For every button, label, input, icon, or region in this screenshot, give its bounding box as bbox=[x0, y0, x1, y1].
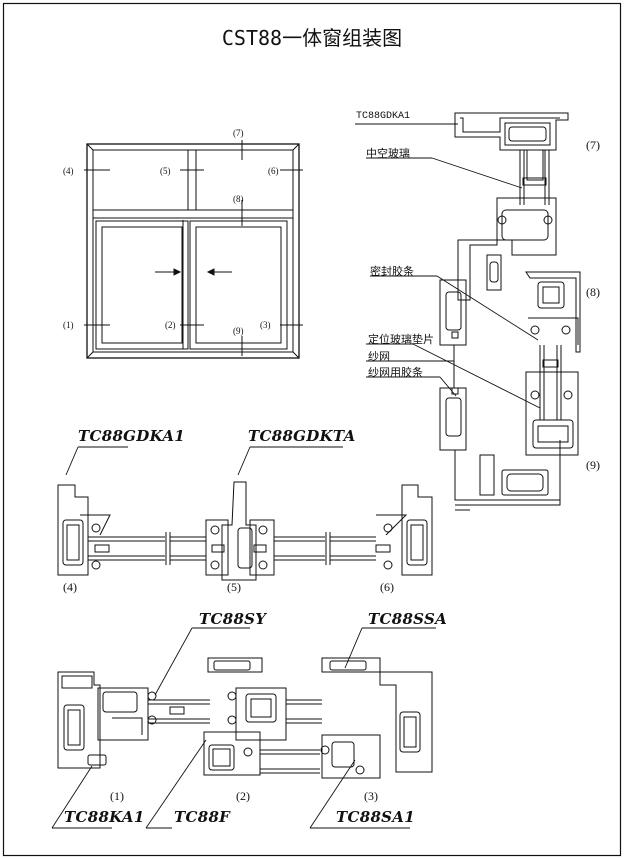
section-marker-2: (2) bbox=[236, 789, 250, 803]
drawing-title: CST88一体窗组装图 bbox=[221, 26, 403, 50]
fixed-section-leaders bbox=[65, 446, 343, 476]
section-marker-3: (3) bbox=[364, 789, 378, 803]
section-marker-9: (9) bbox=[586, 458, 600, 472]
elevation-marker-2: (2) bbox=[165, 320, 176, 330]
callout-frame-code: TC88GDKA1 bbox=[356, 111, 411, 122]
section-marker-7: (7) bbox=[586, 138, 600, 152]
elevation-marker-8: (8) bbox=[233, 194, 244, 204]
fixed-section-profiles bbox=[57, 481, 433, 581]
sliding-section-profiles bbox=[57, 657, 433, 779]
elevation-marker-3: (3) bbox=[260, 320, 271, 330]
profile-code-sa1: TC88SA1 bbox=[336, 808, 415, 826]
window-elevation bbox=[84, 140, 303, 359]
profile-code-sy: TC88SY bbox=[199, 610, 267, 628]
profile-code-gdka1: TC88GDKA1 bbox=[78, 427, 185, 445]
callout-screen-strip: 纱网用胶条 bbox=[368, 366, 423, 379]
section-marker-6: (6) bbox=[380, 580, 394, 594]
section-marker-8: (8) bbox=[586, 285, 600, 299]
section-marker-1: (1) bbox=[110, 789, 124, 803]
callout-screen: 纱网 bbox=[368, 350, 390, 363]
elevation-marker-7: (7) bbox=[233, 128, 244, 138]
sliding-section-leaders bbox=[51, 627, 436, 829]
elevation-marker-6: (6) bbox=[268, 166, 279, 176]
vertical-section-profiles bbox=[439, 112, 581, 511]
profile-code-f: TC88F bbox=[174, 808, 231, 826]
elevation-marker-4: (4) bbox=[63, 166, 74, 176]
profile-code-ka1: TC88KA1 bbox=[64, 808, 145, 826]
profile-code-ssa: TC88SSA bbox=[368, 610, 448, 628]
callout-glass-spacer: 定位玻璃垫片 bbox=[368, 333, 434, 346]
section-marker-5: (5) bbox=[227, 580, 241, 594]
elevation-marker-1: (1) bbox=[63, 320, 74, 330]
profile-code-gdkta: TC88GDKTA bbox=[248, 427, 356, 445]
elevation-marker-9: (9) bbox=[233, 326, 244, 336]
callout-insulated-glass: 中空玻璃 bbox=[366, 147, 410, 160]
section-marker-4: (4) bbox=[63, 580, 77, 594]
callout-seal-strip: 密封胶条 bbox=[370, 265, 414, 278]
vertical-section-leaders bbox=[355, 123, 541, 409]
elevation-marker-5: (5) bbox=[160, 166, 171, 176]
